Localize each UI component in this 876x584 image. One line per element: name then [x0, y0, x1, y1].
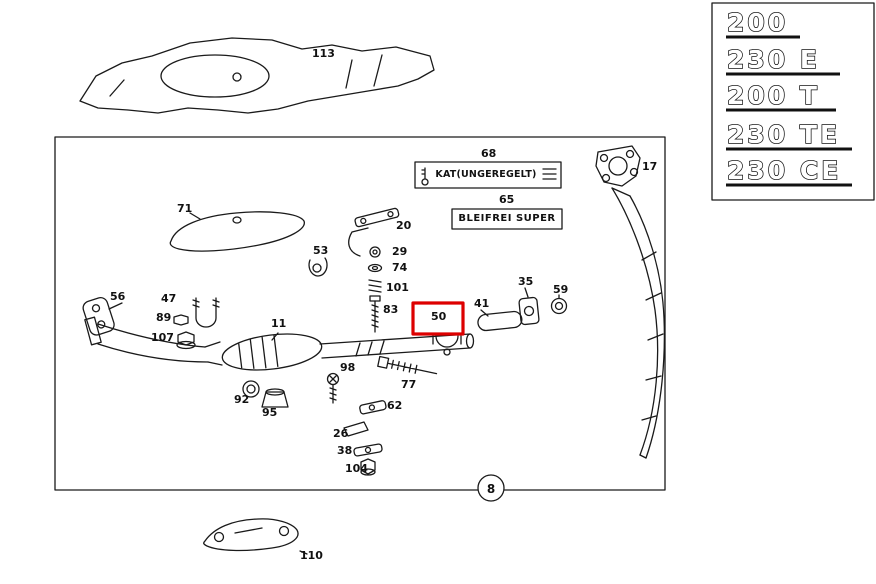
leader-35: [524, 287, 529, 298]
washer-part-29: [369, 246, 381, 258]
clamp-part-50: [432, 335, 462, 356]
part-label-71: 71: [177, 202, 193, 215]
badge-200t: 200 T: [727, 81, 820, 110]
part-label-107: 107: [151, 331, 174, 344]
ubolt-part-47: [192, 297, 220, 328]
kat-info-box: [414, 161, 562, 189]
part-label-77: 77: [401, 378, 417, 391]
part-label-11: 11: [271, 317, 287, 330]
cone-part-95: [261, 388, 289, 408]
part-label-59: 59: [553, 283, 569, 296]
nut-part-89: [173, 314, 189, 326]
gasket-part-56: [82, 296, 115, 336]
washer-part-74: [367, 263, 383, 273]
badge-230ce: 230 CE: [727, 156, 841, 185]
leader-41: [480, 309, 489, 317]
part-label-26: 26: [333, 427, 349, 440]
circled-number-marker: [477, 474, 505, 502]
part-label-47: 47: [161, 292, 177, 305]
thermometer-bulb-icon: [421, 178, 429, 186]
diagram-frame: [54, 136, 666, 491]
badge-230te: 230 TE: [727, 120, 840, 149]
ring-part-59: [550, 294, 568, 315]
part-label-104: 104: [345, 462, 368, 475]
bracket-part-26: [343, 421, 369, 437]
part-label-38: 38: [337, 444, 353, 457]
nut-part-107: [176, 331, 196, 350]
plate-part-38: [353, 443, 383, 457]
fuel-info-box: [451, 208, 563, 230]
model-badge-panel: [711, 2, 875, 201]
clamp-part-53: [308, 257, 328, 277]
circled-number-text: 8: [486, 482, 496, 496]
bolt-part-77: [377, 355, 438, 375]
hook-bracket: [348, 227, 369, 257]
part-label-113: 113: [312, 47, 335, 60]
kat-box-text: KAT(UNGEREGELT): [435, 169, 537, 180]
part-label-29: 29: [392, 245, 408, 258]
part-label-89: 89: [156, 311, 172, 324]
leader-56: [108, 302, 123, 310]
part-label-95: 95: [262, 406, 278, 419]
part-label-53: 53: [313, 244, 329, 257]
highlight-box-part-50: [411, 301, 465, 336]
spring-part-101: [368, 279, 382, 293]
part-label-74: 74: [392, 261, 408, 274]
badge-230e: 230 E: [727, 45, 820, 74]
bracket-part-110: [203, 518, 308, 555]
screw-part-98: [326, 372, 340, 404]
ring-part-92: [242, 380, 260, 398]
badge-underlines: [726, 35, 852, 187]
plate-part-71: [169, 211, 305, 252]
part-label-62: 62: [387, 399, 403, 412]
flange-part-17: [595, 145, 665, 459]
mount-part-35: [518, 296, 540, 326]
part-label-65: 65: [499, 193, 515, 206]
thermometer-icon: [421, 167, 426, 180]
pipe-sleeve-part-41: [477, 310, 523, 332]
nut-part-104: [360, 458, 376, 476]
part-label-83: 83: [383, 303, 399, 316]
bolt-part-83: [369, 295, 381, 333]
part-label-68: 68: [481, 147, 497, 160]
heat-shield-part-113: [79, 37, 435, 114]
part-label-41: 41: [474, 297, 490, 310]
part-label-110: 110: [300, 549, 323, 562]
part-label-17: 17: [642, 160, 658, 173]
part-label-20: 20: [396, 219, 412, 232]
model-badges: 200 230 E 200 T 230 TE 230 CE: [726, 7, 852, 187]
part-label-101: 101: [386, 281, 409, 294]
fuel-box-text: BLEIFREI SUPER: [458, 213, 556, 224]
badge-200: 200: [727, 8, 788, 37]
part-label-50: 50: [431, 310, 447, 323]
lines-icon: [542, 168, 557, 180]
part-label-98: 98: [340, 361, 356, 374]
plate-part-62: [359, 400, 387, 415]
part-label-56: 56: [110, 290, 126, 303]
hanger-part-20: [354, 207, 400, 228]
part-label-35: 35: [518, 275, 534, 288]
part-label-92: 92: [234, 393, 250, 406]
